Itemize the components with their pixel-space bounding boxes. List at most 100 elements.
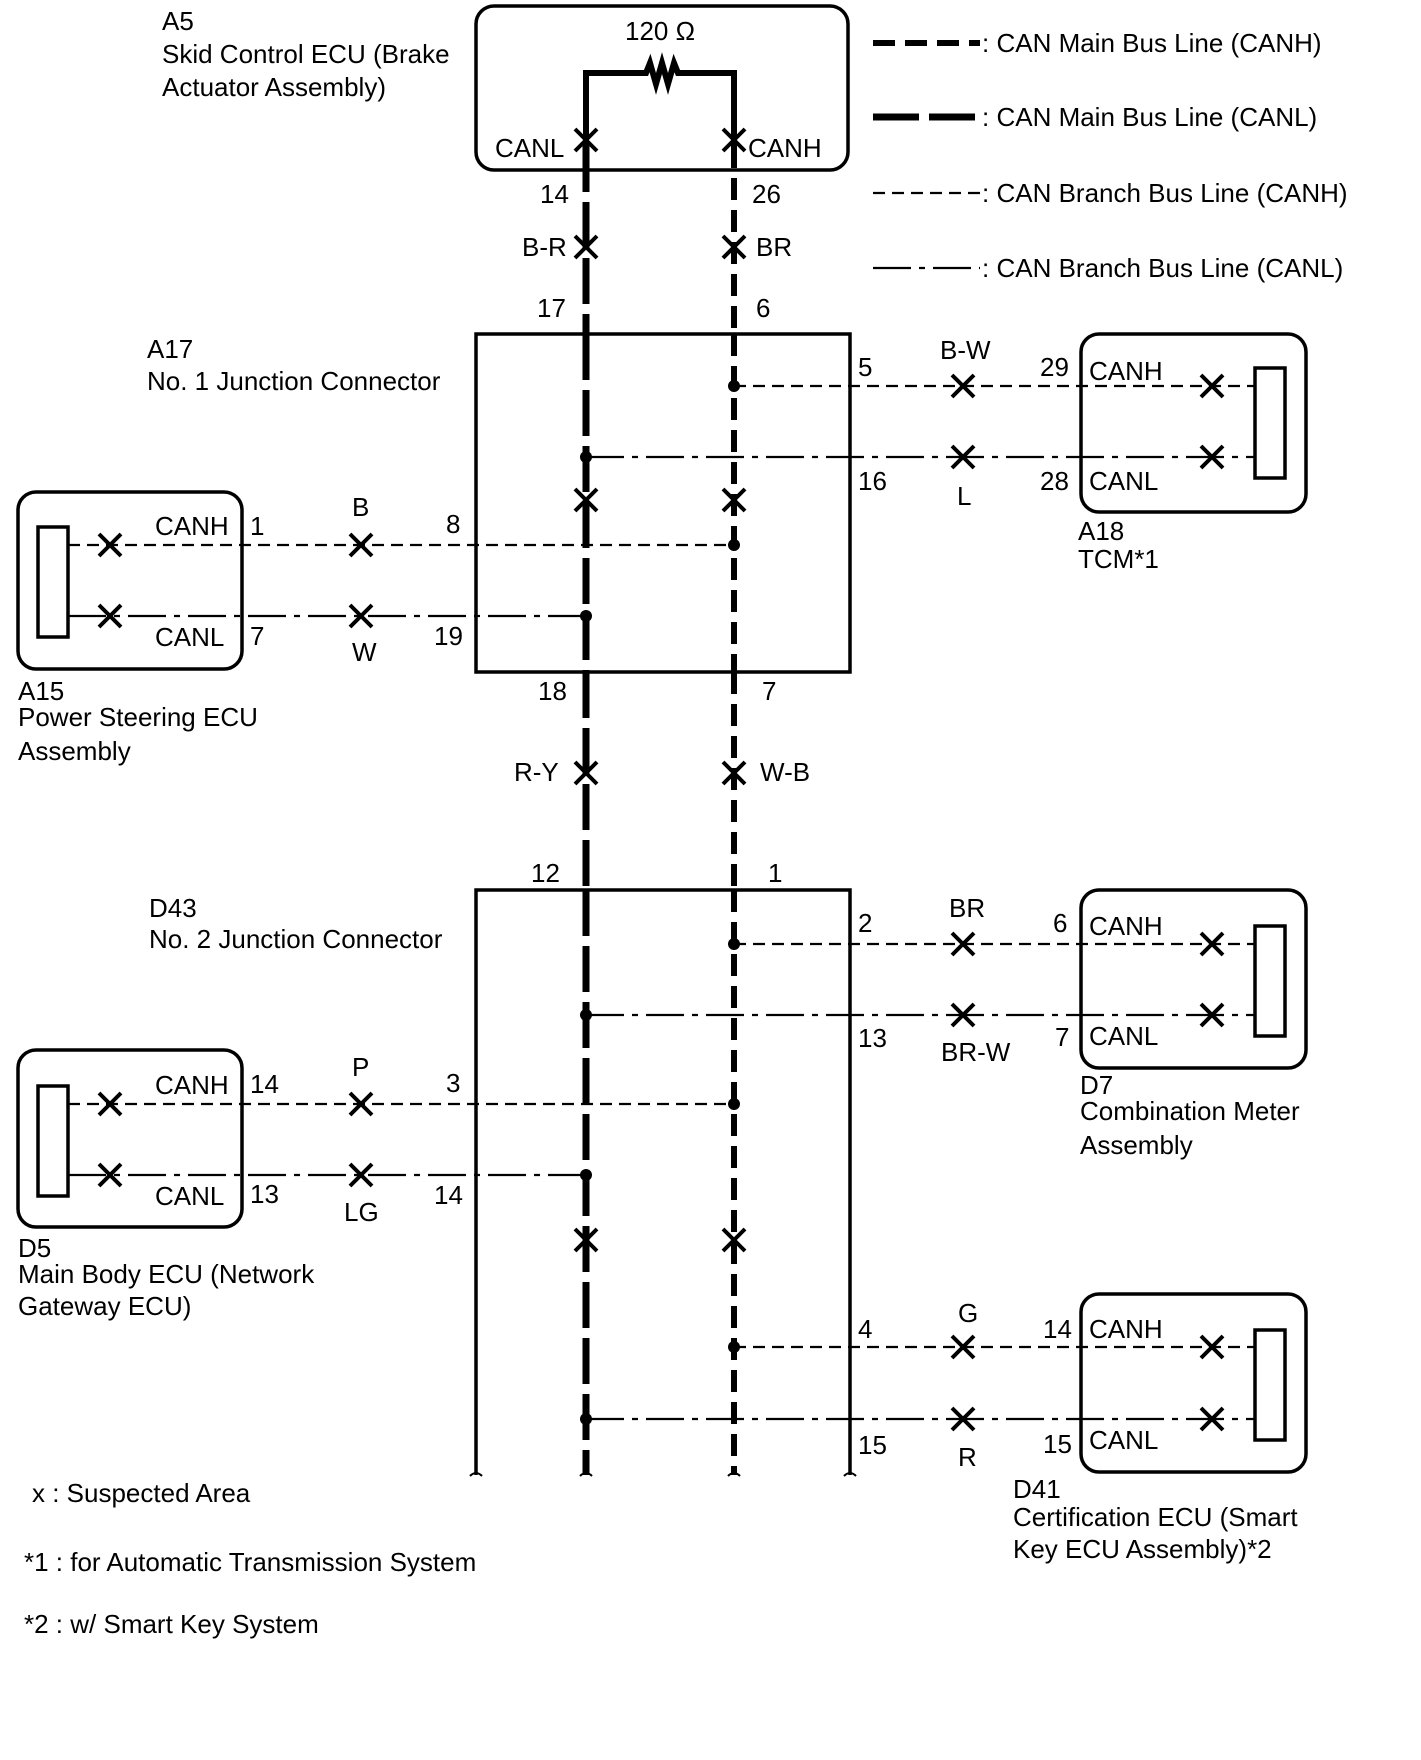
- a17-pin-out-canh: 7: [762, 676, 776, 706]
- d43-pin-cert-canl: 15: [858, 1430, 887, 1460]
- a5-box: [474, 4, 850, 172]
- suspected-area-x-mark: [97, 532, 123, 558]
- suspected-area-x-mark: [950, 1334, 976, 1360]
- junction-dot: [728, 539, 740, 551]
- d5-box: [16, 1048, 244, 1229]
- a15-box: [16, 490, 244, 671]
- d43-pin-meter-canl: 13: [858, 1023, 887, 1053]
- d43-id: D43: [149, 893, 197, 923]
- a5-skid-control-ecu: A5 Skid Control ECU (Brake Actuator Asse…: [162, 4, 850, 172]
- d43-pin-meter-canh: 2: [858, 908, 872, 938]
- d7-pin-canl: 7: [1055, 1022, 1069, 1052]
- wire-main-upper-canh: BR: [756, 232, 792, 262]
- d41-connector-plug: [1253, 1328, 1287, 1442]
- suspected-area-x-mark: [721, 127, 747, 153]
- junction-dot: [728, 1098, 740, 1110]
- d7-name-line1: Combination Meter: [1080, 1096, 1300, 1126]
- d41-pin-canh: 14: [1043, 1314, 1072, 1344]
- a15-power-steering-ecu: CANH CANL 1 7 A15 Power Steering ECU Ass…: [16, 490, 264, 766]
- junction-dot: [580, 1169, 592, 1181]
- a15-canl-label: CANL: [155, 622, 224, 652]
- suspected-area-x-mark: [1199, 373, 1225, 399]
- d7-box: [1079, 888, 1308, 1070]
- a18-id: A18: [1078, 516, 1124, 546]
- suspected-area-x-mark: [573, 1227, 599, 1253]
- a15-canh-label: CANH: [155, 511, 229, 541]
- a5-pin-canl: 14: [540, 179, 569, 209]
- d5-canl-label: CANL: [155, 1181, 224, 1211]
- d43-pin-in-canl: 12: [531, 858, 560, 888]
- a18-connector-plug: [1253, 366, 1287, 480]
- suspected-area-x-mark: [97, 603, 123, 629]
- a5-pin-canh: 26: [752, 179, 781, 209]
- junction-dot: [728, 938, 740, 950]
- d41-pin-canl: 15: [1043, 1429, 1072, 1459]
- a17-pin-ps-canh: 8: [446, 509, 460, 539]
- a17-pin-tcm-canh: 5: [858, 352, 872, 382]
- a18-box: [1079, 332, 1308, 514]
- wire-meter-canl: BR-W: [941, 1037, 1011, 1067]
- junction-dot: [580, 1009, 592, 1021]
- a5-resistor-label: 120 Ω: [625, 16, 695, 46]
- a17-pin-in-canh: 6: [756, 293, 770, 323]
- suspected-area-x-mark: [1199, 1334, 1225, 1360]
- d7-pin-canh: 6: [1053, 908, 1067, 938]
- a15-pin-canh: 1: [250, 511, 264, 541]
- suspected-area-markers: [97, 127, 1225, 1432]
- legend-label-canl-main: : CAN Main Bus Line (CANL): [982, 102, 1317, 132]
- suspected-area-x-mark: [348, 603, 374, 629]
- d5-pin-canl: 13: [250, 1179, 279, 1209]
- a5-name-line2: Actuator Assembly): [162, 72, 386, 102]
- note-suspected-area: x : Suspected Area: [32, 1478, 251, 1508]
- junction-dot: [580, 610, 592, 622]
- a5-id: A5: [162, 6, 194, 36]
- wire-cert-canl: R: [958, 1442, 977, 1472]
- d7-canh-label: CANH: [1089, 911, 1163, 941]
- suspected-area-x-mark: [721, 1227, 747, 1253]
- suspected-area-x-mark: [1199, 1406, 1225, 1432]
- d43-break-mark: [469, 1472, 857, 1477]
- suspected-area-x-mark: [97, 1091, 123, 1117]
- suspected-area-x-mark: [721, 760, 747, 786]
- main-bus: [582, 146, 737, 1475]
- d41-id: D41: [1013, 1474, 1061, 1504]
- d41-name-line2: Key ECU Assembly)*2: [1013, 1534, 1272, 1564]
- suspected-area-x-mark: [1199, 444, 1225, 470]
- junction-dot: [580, 1413, 592, 1425]
- suspected-area-x-mark: [348, 1162, 374, 1188]
- a5-canh-label: CANH: [748, 133, 822, 163]
- a17-name: No. 1 Junction Connector: [147, 366, 441, 396]
- d5-name-line1: Main Body ECU (Network: [18, 1259, 315, 1289]
- d43-pin-in-canh: 1: [768, 858, 782, 888]
- d5-canh-label: CANH: [155, 1070, 229, 1100]
- wire-tcm-canh: B-W: [940, 335, 991, 365]
- d41-name-line1: Certification ECU (Smart: [1013, 1502, 1298, 1532]
- a17-pin-ps-canl: 19: [434, 621, 463, 651]
- wire-main-lower-canl: R-Y: [514, 757, 559, 787]
- a5-resistor-wire: [583, 52, 737, 146]
- a5-canl-label: CANL: [495, 133, 564, 163]
- wire-ps-canh: B: [352, 492, 369, 522]
- d5-pin-canh: 14: [250, 1069, 279, 1099]
- d43-box: [474, 888, 852, 1475]
- a15-connector-plug: [36, 525, 70, 639]
- wire-body-canh: P: [352, 1052, 369, 1082]
- d43-junction-connector: D43 No. 2 Junction Connector 2 13 3 14 4…: [149, 888, 887, 1477]
- wire-main-upper-canl: B-R: [522, 232, 567, 262]
- d41-certification-ecu: CANH CANL 14 15 D41 Certification ECU (S…: [1013, 1292, 1308, 1564]
- a18-canh-label: CANH: [1089, 356, 1163, 386]
- d41-canl-label: CANL: [1089, 1425, 1158, 1455]
- a17-junction-connector: A17 No. 1 Junction Connector 5 16 8 19 1…: [147, 332, 887, 706]
- junction-dot: [728, 380, 740, 392]
- d41-box: [1079, 1292, 1308, 1474]
- d43-name: No. 2 Junction Connector: [149, 924, 443, 954]
- suspected-area-x-mark: [950, 373, 976, 399]
- a18-name: TCM*1: [1078, 544, 1159, 574]
- wire-body-canl: LG: [344, 1197, 379, 1227]
- d43-pin-body-canl: 14: [434, 1180, 463, 1210]
- d7-id: D7: [1080, 1070, 1113, 1100]
- a15-pin-canl: 7: [250, 621, 264, 651]
- a15-name-line1: Power Steering ECU: [18, 702, 258, 732]
- suspected-area-x-mark: [721, 234, 747, 260]
